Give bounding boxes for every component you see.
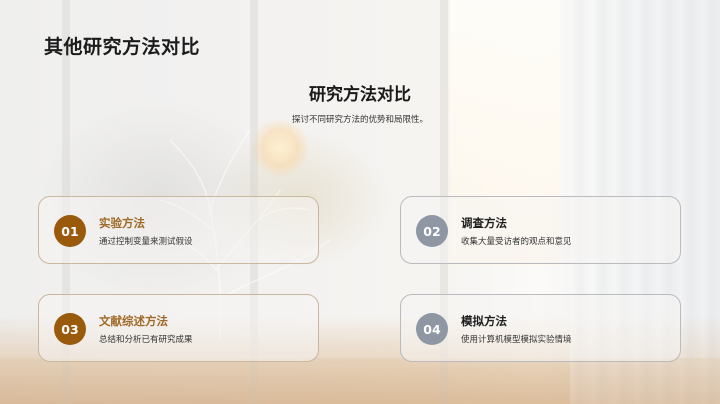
section-heading: 研究方法对比 — [309, 85, 411, 105]
method-card-literature-review: 03 文献综述方法 总结和分析已有研究成果 — [38, 294, 319, 362]
method-card-survey: 02 调查方法 收集大量受访者的观点和意见 — [400, 196, 681, 264]
number-badge: 03 — [54, 313, 86, 345]
section-description: 探讨不同研究方法的优势和局限性。 — [291, 115, 428, 125]
card-title: 模拟方法 — [461, 314, 507, 328]
card-title: 文献综述方法 — [99, 314, 168, 328]
slide-title: 其他研究方法对比 — [44, 36, 201, 58]
number-badge: 04 — [416, 313, 448, 345]
card-title: 实验方法 — [99, 216, 145, 230]
number-badge: 01 — [54, 215, 86, 247]
card-title: 调查方法 — [461, 216, 507, 230]
card-description: 使用计算机模型模拟实验情境 — [461, 335, 572, 345]
bg-desk — [0, 358, 720, 404]
method-card-simulation: 04 模拟方法 使用计算机模型模拟实验情境 — [400, 294, 681, 362]
card-description: 收集大量受访者的观点和意见 — [461, 237, 572, 247]
card-description: 总结和分析已有研究成果 — [99, 335, 193, 345]
method-card-experimental: 01 实验方法 通过控制变量来测试假设 — [38, 196, 319, 264]
card-description: 通过控制变量来测试假设 — [99, 237, 193, 247]
number-badge: 02 — [416, 215, 448, 247]
